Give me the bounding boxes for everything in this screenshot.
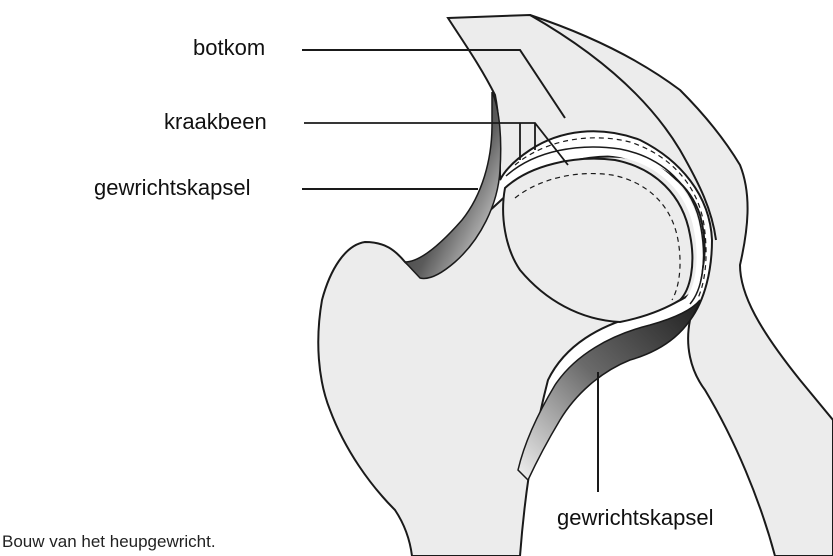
label-gewrichtskapsel-lower: gewrichtskapsel [557, 507, 714, 529]
label-kraakbeen: kraakbeen [164, 111, 267, 133]
figure-caption: Bouw van het heupgewricht. [2, 533, 216, 550]
label-botkom: botkom [193, 37, 265, 59]
label-gewrichtskapsel-upper: gewrichtskapsel [94, 177, 251, 199]
